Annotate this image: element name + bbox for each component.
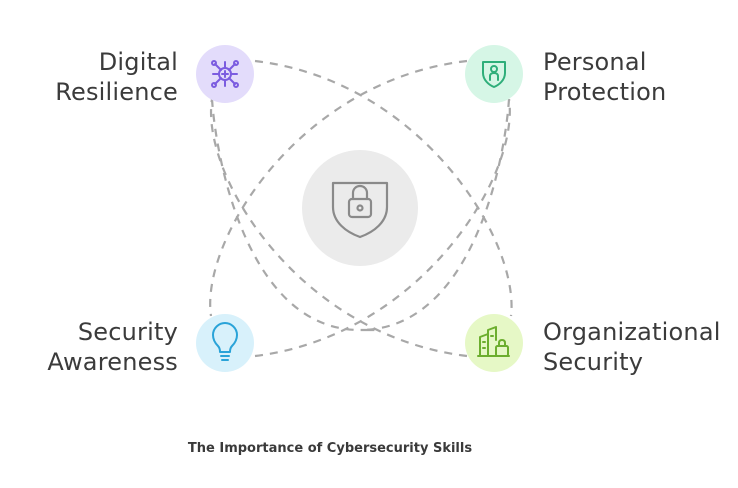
label-digital-resilience: Digital Resilience <box>30 47 178 107</box>
label-line: Security <box>77 318 178 346</box>
shield-lock-icon <box>331 181 389 239</box>
arc-digital-to-awareness <box>210 98 377 332</box>
label-line: Security <box>543 348 644 376</box>
arc-organizational-to-digital <box>209 98 468 358</box>
center-node <box>302 150 418 266</box>
label-personal-protection: Personal Protection <box>543 47 733 107</box>
arc-personal-to-digital-inner <box>209 59 468 317</box>
center-circle <box>302 150 418 266</box>
arc-digital-to-organizational <box>254 59 513 317</box>
label-line: Digital <box>98 48 178 76</box>
label-line: Awareness <box>47 348 178 376</box>
label-line: Resilience <box>55 78 178 106</box>
label-security-awareness: Security Awareness <box>30 317 178 377</box>
arc-personal-to-organizational <box>359 98 511 332</box>
buildings-lock-icon <box>477 326 510 357</box>
node-personal-protection <box>465 45 523 103</box>
network-icon <box>211 60 239 88</box>
organizational-security-circle <box>465 314 523 372</box>
label-line: Organizational <box>543 318 721 346</box>
security-awareness-circle <box>196 314 254 372</box>
shield-person-icon <box>482 61 506 88</box>
arc-awareness-to-personal <box>254 98 511 358</box>
label-line: Personal <box>543 48 647 76</box>
node-security-awareness <box>196 314 254 372</box>
label-organizational-security: Organizational Security <box>543 317 733 377</box>
node-organizational-security <box>465 314 523 372</box>
label-line: Protection <box>543 78 667 106</box>
connector-arcs <box>209 59 513 358</box>
lightbulb-icon <box>212 322 238 361</box>
node-digital-resilience <box>196 45 254 103</box>
diagram-caption: The Importance of Cybersecurity Skills <box>187 441 473 456</box>
